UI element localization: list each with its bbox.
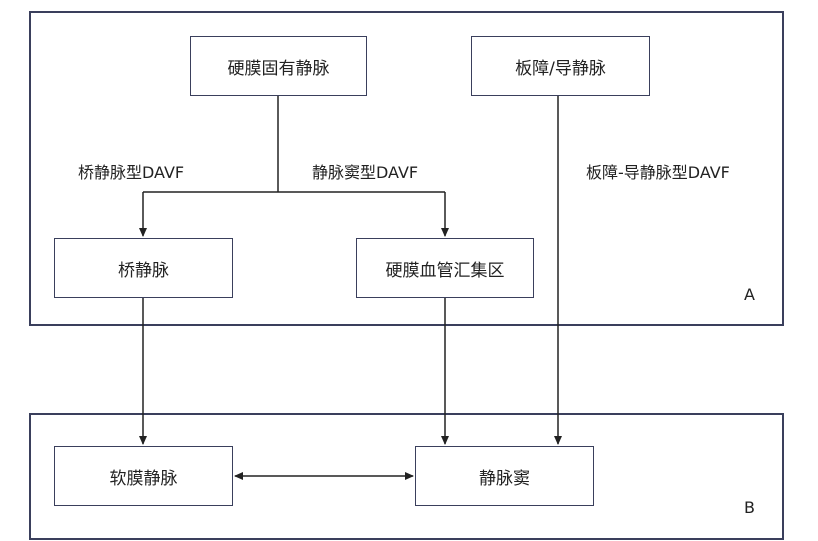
node-diploic-vein-label: 板障/导静脉: [515, 58, 606, 79]
edge-label-diploic-type: 板障-导静脉型DAVF: [586, 163, 730, 182]
node-dural-confluence: 硬膜血管汇集区: [356, 238, 534, 298]
node-venous-sinus-label: 静脉窦: [479, 468, 530, 489]
node-pial-vein-label: 软膜静脉: [109, 468, 178, 489]
node-bridging-vein: 桥静脉: [54, 238, 233, 298]
node-venous-sinus: 静脉窦: [415, 446, 594, 506]
edge-label-bridging-type: 桥静脉型DAVF: [78, 163, 185, 182]
edge-label-sinus-type: 静脉窦型DAVF: [312, 163, 419, 182]
node-dural-confluence-label: 硬膜血管汇集区: [385, 260, 505, 281]
panel-b-label: B: [744, 498, 755, 517]
panel-b: [29, 413, 784, 540]
node-dural-vein: 硬膜固有静脉: [190, 36, 367, 96]
panel-a-label: A: [744, 285, 755, 304]
panel-a: [29, 11, 784, 326]
node-dural-vein-label: 硬膜固有静脉: [227, 58, 330, 79]
node-bridging-vein-label: 桥静脉: [118, 260, 169, 281]
node-diploic-vein: 板障/导静脉: [471, 36, 650, 96]
node-pial-vein: 软膜静脉: [54, 446, 233, 506]
